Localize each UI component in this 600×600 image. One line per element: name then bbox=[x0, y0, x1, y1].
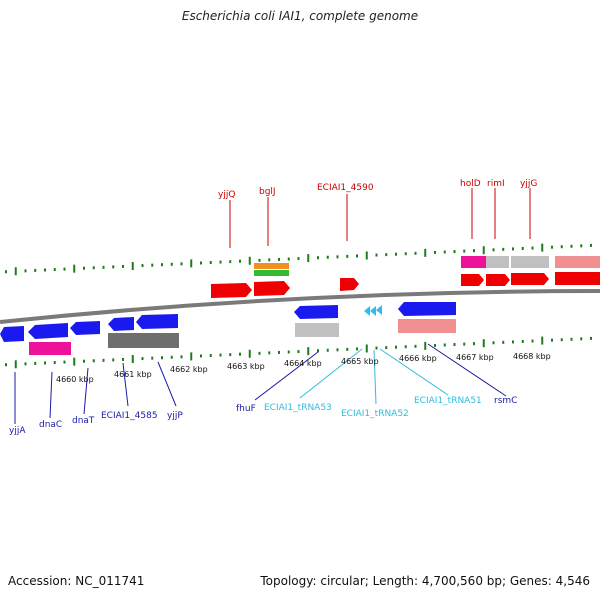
accession-label: Accession: NC_011741 bbox=[8, 574, 145, 588]
kbp-label: 4661 kbp bbox=[114, 370, 152, 379]
gene-arrow-fwd bbox=[511, 273, 549, 285]
gene-arrow-rev bbox=[0, 326, 24, 342]
gene-arrow-rev bbox=[28, 323, 68, 339]
kbp-label: 4660 kbp bbox=[56, 375, 94, 384]
gene-label[interactable]: rsmC bbox=[494, 396, 517, 406]
top-label-connectors bbox=[229, 188, 531, 248]
gene-label[interactable]: yjjP bbox=[167, 411, 183, 421]
kbp-tick-labels: 4660 kbp 4661 kbp 4662 kbp 4663 kbp 4664… bbox=[56, 352, 551, 384]
gene-label[interactable]: ECIAI1_tRNA53 bbox=[264, 403, 332, 413]
gene-feature-pink bbox=[555, 256, 600, 268]
gene-arrow-fwd bbox=[254, 281, 290, 296]
gene-label[interactable]: ECIAI1_tRNA51 bbox=[414, 396, 482, 406]
gene-label[interactable]: yjjQ bbox=[218, 190, 235, 200]
gene-feature-magenta bbox=[461, 256, 486, 268]
kbp-label: 4663 kbp bbox=[227, 362, 265, 371]
gene-arrow-rev bbox=[294, 305, 338, 319]
top-tick-track bbox=[5, 243, 592, 276]
kbp-label: 4667 kbp bbox=[456, 353, 494, 362]
bottom-label-connectors bbox=[14, 343, 507, 424]
gene-arrow-rev bbox=[108, 317, 134, 331]
gene-feature-gray bbox=[295, 323, 339, 337]
trna-arrow bbox=[364, 306, 370, 316]
gene-label[interactable]: ECIAI1_4585 bbox=[101, 411, 158, 421]
bottom-gene-labels: yjjA dnaC dnaT ECIAI1_4585 yjjP fhuF ECI… bbox=[9, 396, 517, 436]
gene-feature-magenta bbox=[29, 342, 71, 355]
gene-arrow-fwd bbox=[211, 283, 252, 298]
gene-label[interactable]: dnaT bbox=[72, 416, 95, 426]
gene-feature-pink bbox=[398, 319, 456, 333]
kbp-label: 4664 kbp bbox=[284, 359, 322, 368]
gene-label[interactable]: ECIAI1_4590 bbox=[317, 183, 374, 193]
top-gene-labels: yjjQ bglJ ECIAI1_4590 holD rimI yjjG bbox=[218, 179, 537, 200]
gene-arrow-rev bbox=[136, 314, 178, 329]
kbp-label: 4668 kbp bbox=[513, 352, 551, 361]
gene-arrow-fwd bbox=[486, 274, 510, 286]
kbp-label: 4665 kbp bbox=[341, 357, 379, 366]
gene-feature-orange bbox=[254, 263, 289, 269]
gene-label[interactable]: holD bbox=[460, 179, 481, 189]
genome-title: Escherichia coli IAI1, complete genome bbox=[181, 9, 419, 23]
trna-arrow bbox=[376, 305, 382, 315]
gene-label[interactable]: bglJ bbox=[259, 187, 276, 197]
genome-info-label: Topology: circular; Length: 4,700,560 bp… bbox=[260, 574, 590, 588]
gene-feature-red bbox=[555, 272, 600, 285]
kbp-label: 4666 kbp bbox=[399, 354, 437, 363]
forward-strand-features bbox=[211, 256, 600, 298]
gene-feature-green bbox=[254, 270, 289, 276]
gene-feature-gray bbox=[511, 256, 549, 268]
bottom-tick-track bbox=[5, 336, 592, 369]
gene-arrow-fwd bbox=[461, 274, 484, 286]
gene-label[interactable]: dnaC bbox=[39, 420, 62, 430]
gene-label[interactable]: ECIAI1_tRNA52 bbox=[341, 409, 409, 419]
reverse-strand-features bbox=[0, 302, 456, 355]
gene-arrow-fwd bbox=[340, 278, 359, 291]
gene-label[interactable]: fhuF bbox=[236, 404, 256, 414]
gene-label[interactable]: rimI bbox=[487, 179, 505, 189]
gene-arrow-rev bbox=[398, 302, 456, 316]
genome-backbone bbox=[0, 289, 600, 324]
gene-label[interactable]: yjjA bbox=[9, 426, 26, 436]
gene-arrow-rev bbox=[70, 321, 100, 335]
trna-arrow bbox=[370, 306, 376, 316]
gene-feature-gray bbox=[486, 256, 509, 268]
gene-feature-darkgray bbox=[108, 333, 179, 348]
kbp-label: 4662 kbp bbox=[170, 365, 208, 374]
gene-label[interactable]: yjjG bbox=[520, 179, 537, 189]
